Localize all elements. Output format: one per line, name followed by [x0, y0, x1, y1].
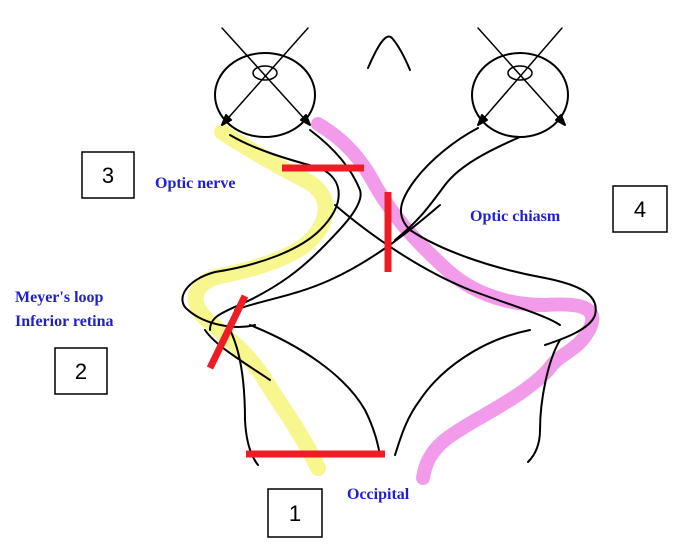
number-boxes: 3 4 2 1: [54, 151, 668, 538]
box-2: 2: [54, 347, 108, 395]
label-meyers-loop: Meyer's loop: [15, 289, 104, 306]
right-eye-ray-b: [477, 27, 563, 126]
left-eye-arrow-b: [221, 114, 232, 126]
lesions: [206, 164, 392, 458]
left-optic-nerve-inner: [209, 129, 362, 331]
label-optic-nerve: Optic nerve: [155, 175, 235, 192]
left-eye-pathway-highlight: [187, 124, 334, 476]
left-eye-lens: [252, 65, 278, 81]
highlights: [187, 117, 600, 485]
right-eye-lens: [507, 65, 533, 81]
label-optic-chiasm: Optic chiasm: [470, 208, 561, 225]
left-eye: [214, 52, 316, 138]
box-1: 1: [267, 488, 323, 538]
label-inferior-retina: Inferior retina: [15, 313, 114, 330]
box-3-label: 3: [102, 163, 114, 188]
left-radiation-inner: [249, 324, 381, 456]
text-labels: Optic nerve Optic chiasm Meyer's loop In…: [15, 175, 561, 503]
chiasm-fiber-a: [334, 204, 561, 326]
left-lower-loop: [204, 329, 271, 381]
right-radiation-inner: [394, 329, 531, 456]
box-4-label: 4: [634, 197, 646, 222]
right-eye-pathway-highlight: [311, 117, 600, 485]
box-2-label: 2: [75, 359, 87, 384]
label-occipital: Occipital: [347, 486, 410, 503]
pathway-lines: [181, 27, 597, 466]
nose: [367, 35, 411, 71]
right-eye-ray-a: [477, 27, 566, 126]
box-3: 3: [81, 151, 135, 199]
right-optic-nerve-inner: [394, 136, 521, 241]
lesion-meyers-loop: [206, 294, 249, 370]
box-1-label: 1: [289, 501, 301, 526]
right-optic-nerve-outer: [400, 127, 597, 346]
right-radiation-outer: [527, 339, 561, 463]
box-4: 4: [612, 185, 668, 233]
left-eye-ray-b: [221, 27, 309, 126]
right-eye-arrow-a: [555, 114, 566, 126]
right-eye-arrow-b: [477, 114, 488, 126]
left-eye-arrow-a: [300, 114, 311, 126]
chiasm-fiber-b: [234, 204, 441, 311]
